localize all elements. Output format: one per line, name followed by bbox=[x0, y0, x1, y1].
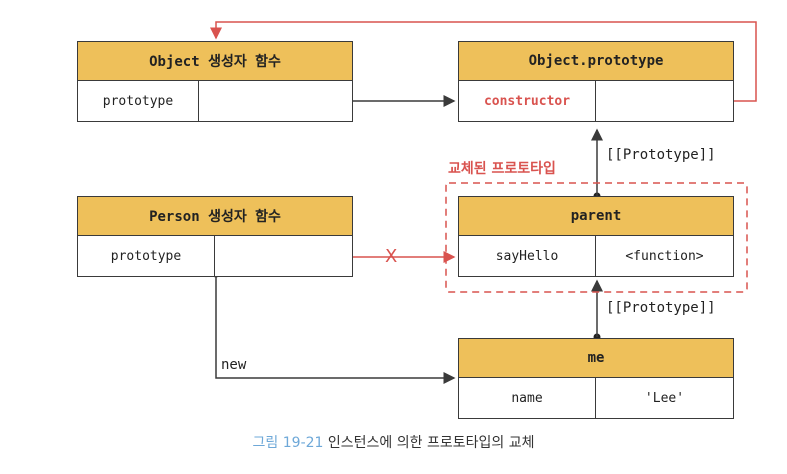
me-name-value: 'Lee' bbox=[644, 390, 685, 406]
person-constructor-prototype-key: prototype bbox=[78, 236, 215, 276]
object-prototype-box: Object.prototype constructor bbox=[458, 41, 734, 122]
edge-new bbox=[212, 270, 456, 384]
proto-link-label-upper: [[Prototype]] bbox=[606, 147, 716, 163]
proto-link-label-lower: [[Prototype]] bbox=[606, 300, 716, 316]
replaced-prototype-frame bbox=[445, 182, 748, 293]
parent-sayhello-value: <function> bbox=[625, 248, 704, 264]
me-box: me name 'Lee' bbox=[458, 338, 734, 419]
object-constructor-box: Object 생성자 함수 prototype bbox=[77, 41, 353, 122]
object-constructor-prototype-slot bbox=[199, 81, 352, 121]
parent-box: parent sayHello <function> bbox=[458, 196, 734, 277]
edge-parent-proto bbox=[591, 128, 603, 200]
figure-number: 그림 19-21 bbox=[252, 435, 324, 451]
me-name-key: name bbox=[459, 378, 596, 418]
broken-link-mark: X bbox=[385, 246, 398, 267]
edge-me-proto bbox=[591, 279, 603, 341]
new-edge-label: new bbox=[221, 357, 247, 373]
object-constructor-prototype-key: prototype bbox=[78, 81, 199, 121]
person-constructor-prototype-slot bbox=[215, 236, 352, 276]
object-prototype-constructor-slot bbox=[596, 81, 733, 121]
me-title: me bbox=[459, 339, 733, 378]
person-constructor-box: Person 생성자 함수 prototype bbox=[77, 196, 353, 277]
object-constructor-title: Object 생성자 함수 bbox=[78, 42, 352, 81]
person-constructor-title: Person 생성자 함수 bbox=[78, 197, 352, 236]
replaced-prototype-label: 교체된 프로토타입 bbox=[448, 161, 556, 177]
parent-sayhello-key: sayHello bbox=[459, 236, 596, 276]
parent-title: parent bbox=[459, 197, 733, 236]
object-prototype-constructor-key: constructor bbox=[459, 81, 596, 121]
object-prototype-title: Object.prototype bbox=[459, 42, 733, 81]
figure-caption: 그림 19-21 인스턴스에 의한 프로토타입의 교체 bbox=[0, 432, 787, 452]
figure-caption-text: 인스턴스에 의한 프로토타입의 교체 bbox=[323, 435, 535, 451]
